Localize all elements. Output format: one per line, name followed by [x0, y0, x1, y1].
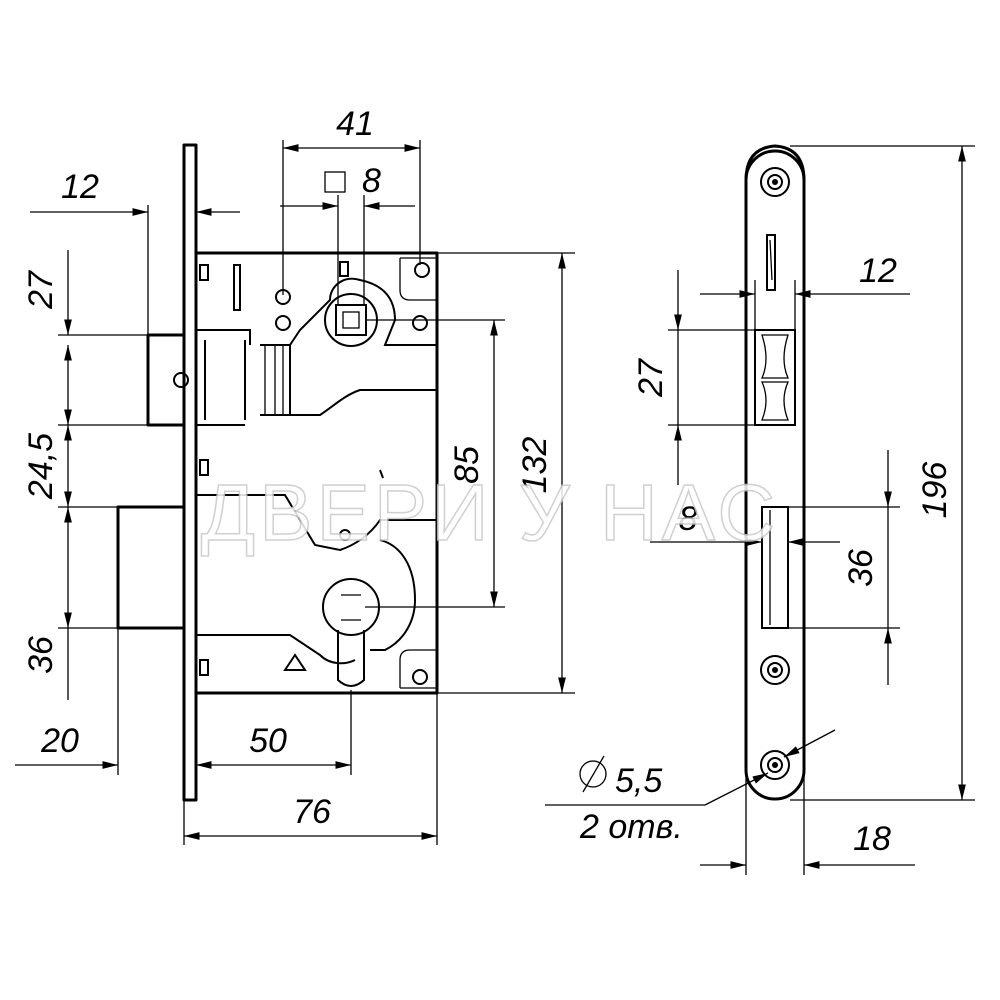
screw-top	[760, 167, 790, 197]
diameter-symbol-circle	[579, 760, 607, 788]
dim-20: 20	[40, 722, 79, 760]
screw-middle	[760, 655, 790, 685]
right-dimensions: 12 27 8 36 196 18 5,5	[545, 145, 975, 875]
dim-8-spindle: 8	[362, 162, 381, 200]
screw-bottom	[760, 750, 790, 780]
lock-side-view	[116, 143, 439, 802]
dead-bolt	[116, 505, 186, 630]
dim-27-right: 27	[632, 358, 670, 398]
hole-diameter: 5,5	[615, 762, 662, 800]
lock-body	[196, 251, 439, 695]
left-dimensions: 41 8 12 27 24,5 36 85	[15, 105, 575, 845]
dim-12-right: 12	[859, 252, 897, 290]
spindle-hole	[335, 304, 367, 336]
faceplate	[182, 143, 198, 802]
bolt-opening	[761, 506, 789, 629]
dim-50: 50	[249, 722, 287, 760]
dim-12-left: 12	[61, 168, 99, 206]
key-slot	[766, 234, 776, 291]
hole-count: 2 отв.	[579, 808, 683, 846]
latch-bolt	[146, 333, 186, 427]
dim-24-5: 24,5	[22, 433, 60, 500]
dim-76: 76	[293, 793, 331, 831]
latch-opening	[754, 329, 796, 426]
dim-36-right: 36	[842, 549, 880, 587]
dim-132: 132	[516, 437, 554, 494]
watermark: ДВЕРИ У НАС	[201, 468, 779, 557]
dim-85: 85	[448, 446, 486, 484]
dim-18: 18	[853, 820, 891, 858]
dim-36-left: 36	[22, 636, 60, 674]
dim-196: 196	[916, 462, 954, 519]
dim-41: 41	[336, 105, 374, 143]
dim-27-left: 27	[22, 270, 60, 310]
square-symbol	[324, 171, 346, 193]
dim-8-right: 8	[679, 500, 698, 538]
